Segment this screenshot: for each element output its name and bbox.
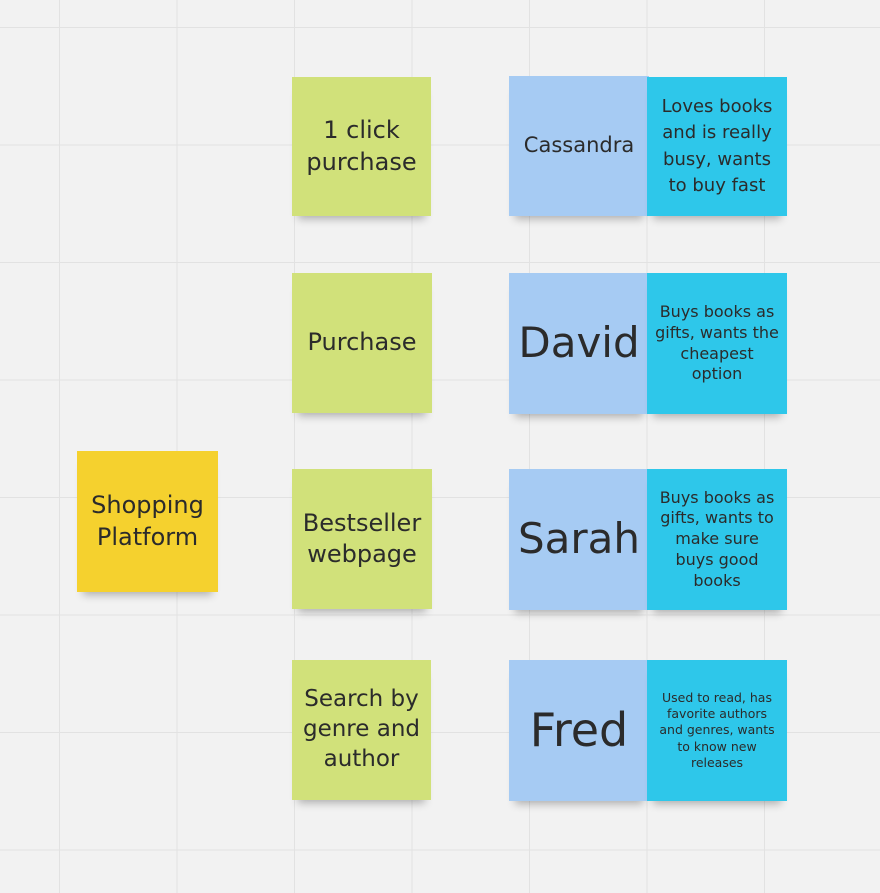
sticky-note-text: Purchase (307, 328, 417, 357)
sticky-note-text: Shopping Platform (91, 491, 204, 551)
sticky-note-shopping-platform[interactable]: Shopping Platform (77, 451, 218, 592)
sticky-note-text: Buys books as gifts, wants to make sure … (659, 487, 775, 590)
sticky-note-text: Loves books and is really busy, wants to… (661, 96, 773, 196)
sticky-note-persona-david[interactable]: David (509, 273, 649, 414)
sticky-note-text: David (518, 318, 640, 368)
sticky-note-text: Cassandra (523, 133, 635, 158)
sticky-note-description-sarah[interactable]: Buys books as gifts, wants to make sure … (647, 469, 787, 610)
sticky-note-text: Bestseller webpage (302, 508, 422, 568)
sticky-note-feature-purchase[interactable]: Purchase (292, 273, 432, 413)
sticky-note-text: Search by genre and author (302, 686, 420, 772)
sticky-note-text: 1 click purchase (306, 116, 417, 176)
sticky-note-description-david[interactable]: Buys books as gifts, wants the cheapest … (647, 273, 787, 414)
sticky-note-text: Sarah (517, 514, 641, 564)
sticky-note-persona-cassandra[interactable]: Cassandra (509, 76, 649, 216)
sticky-note-text: Buys books as gifts, wants the cheapest … (655, 301, 779, 384)
sticky-note-description-cassandra[interactable]: Loves books and is really busy, wants to… (647, 77, 787, 216)
sticky-note-persona-sarah[interactable]: Sarah (509, 469, 649, 610)
sticky-note-feature-search-by-genre-and-author[interactable]: Search by genre and author (292, 660, 431, 800)
sticky-note-persona-fred[interactable]: Fred (509, 660, 649, 801)
sticky-note-feature-bestseller-webpage[interactable]: Bestseller webpage (292, 469, 432, 609)
sticky-note-text: Used to read, has favorite authors and g… (659, 689, 775, 770)
sticky-note-description-fred[interactable]: Used to read, has favorite authors and g… (647, 660, 787, 801)
sticky-note-feature-1-click-purchase[interactable]: 1 click purchase (292, 77, 431, 216)
sticky-note-text: Fred (529, 702, 629, 757)
